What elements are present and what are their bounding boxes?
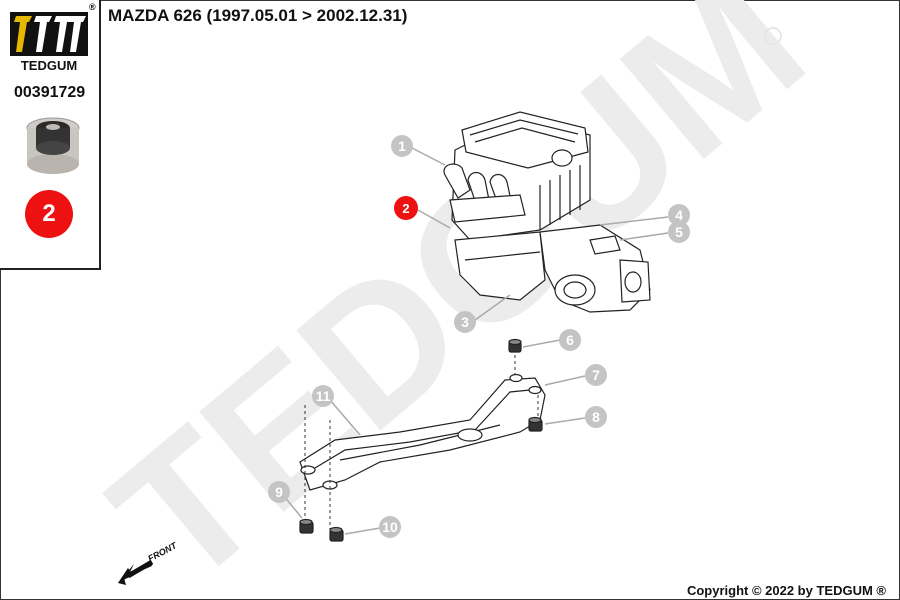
svg-text:9: 9: [275, 484, 283, 500]
watermark-text: TEDGUM: [75, 0, 842, 600]
bushing-9: [299, 518, 314, 534]
assembly-lines: [304, 355, 539, 530]
bushing-thumbnail: [26, 117, 80, 174]
svg-text:5: 5: [675, 224, 683, 240]
bushing-10: [329, 526, 344, 542]
callout-10[interactable]: 10: [379, 516, 401, 538]
callout-7[interactable]: 7: [585, 364, 607, 386]
callout-1[interactable]: 1: [391, 135, 413, 157]
leader-lines: [282, 147, 669, 535]
svg-text:TEDGUM: TEDGUM: [21, 58, 77, 73]
svg-text:3: 3: [461, 314, 469, 330]
svg-text:10: 10: [382, 519, 398, 535]
bushing-8: [528, 416, 543, 432]
callout-3[interactable]: 3: [454, 311, 476, 333]
watermark-reg-icon: [764, 27, 782, 45]
bushings: [299, 338, 543, 542]
tedgum-logo: TEDGUM: [10, 12, 88, 73]
callout-2[interactable]: 2: [394, 196, 418, 220]
svg-text:1: 1: [398, 138, 406, 154]
svg-text:4: 4: [675, 207, 683, 223]
callout-6[interactable]: 6: [559, 329, 581, 351]
callout-8[interactable]: 8: [585, 406, 607, 428]
callout-5[interactable]: 5: [668, 221, 690, 243]
svg-text:7: 7: [592, 367, 600, 383]
part-number: 00391729: [14, 84, 86, 101]
callout-4[interactable]: 4: [668, 204, 690, 226]
bushing-6: [508, 338, 522, 353]
callout-11[interactable]: 11: [312, 385, 334, 407]
engine-assembly: [443, 111, 651, 313]
copyright-text: Copyright © 2022 by TEDGUM ®: [686, 583, 886, 598]
position-badge: 2: [25, 190, 73, 238]
svg-text:11: 11: [316, 388, 331, 404]
subframe: [299, 373, 546, 491]
callouts: 1 2 3 4 5 6 7 8: [268, 135, 690, 538]
watermark: TEDGUM: [75, 0, 842, 600]
svg-text:2: 2: [402, 201, 409, 216]
svg-text:8: 8: [592, 409, 600, 425]
product-panel: TEDGUM ® 00391729 2: [0, 0, 101, 270]
callout-9[interactable]: 9: [268, 481, 290, 503]
registered-mark: ®: [89, 2, 96, 12]
vehicle-title: MAZDA 626 (1997.05.01 > 2002.12.31): [108, 6, 408, 25]
svg-text:6: 6: [566, 332, 574, 348]
